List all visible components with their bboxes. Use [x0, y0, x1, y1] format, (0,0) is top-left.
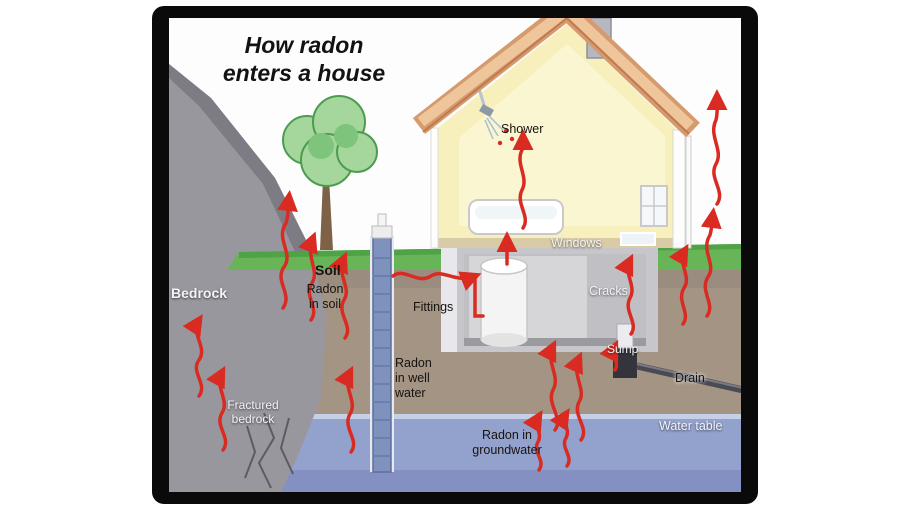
ground-window — [620, 232, 656, 246]
radon-scene-illustration — [169, 18, 741, 492]
first-floor — [435, 238, 681, 248]
tree — [282, 95, 378, 250]
right-wall — [672, 129, 686, 249]
label-shower: Shower — [501, 122, 544, 136]
radon-arrows — [182, 89, 728, 472]
label-cracks: Cracks — [589, 284, 628, 298]
label-fittings: Fittings — [413, 300, 454, 314]
label-sump: Sump — [607, 342, 639, 356]
label-fractured-bedrock: Fractured bedrock — [227, 398, 279, 427]
diagram-frame: How radon enters a house Bedrock Soil Ra… — [152, 6, 758, 504]
title-line-2: enters a house — [222, 59, 386, 86]
label-drain: Drain — [675, 371, 705, 385]
title-line-1: How radon — [244, 32, 364, 58]
label-bedrock: Bedrock — [171, 285, 228, 301]
label-radon-in-well-water: Radon in well water — [395, 356, 432, 400]
label-windows: Windows — [551, 236, 602, 250]
roof — [412, 18, 700, 138]
upper-window — [640, 185, 668, 227]
bathtub — [468, 199, 564, 235]
label-water-table: Water table — [659, 419, 723, 433]
label-radon-in-groundwater: Radon in groundwater — [472, 428, 542, 457]
water-heater — [480, 257, 528, 347]
foundation-left — [441, 246, 457, 352]
diagram-area: How radon enters a house Bedrock Soil Ra… — [169, 18, 741, 492]
label-radon-in-soil: Radon in soil — [306, 282, 344, 311]
downspout — [685, 135, 692, 249]
well — [370, 213, 394, 473]
label-soil: Soil — [315, 262, 341, 278]
diagram-title: How radon enters a house — [199, 32, 409, 87]
left-wall-cut — [430, 127, 439, 249]
drain-pipe — [636, 362, 741, 394]
